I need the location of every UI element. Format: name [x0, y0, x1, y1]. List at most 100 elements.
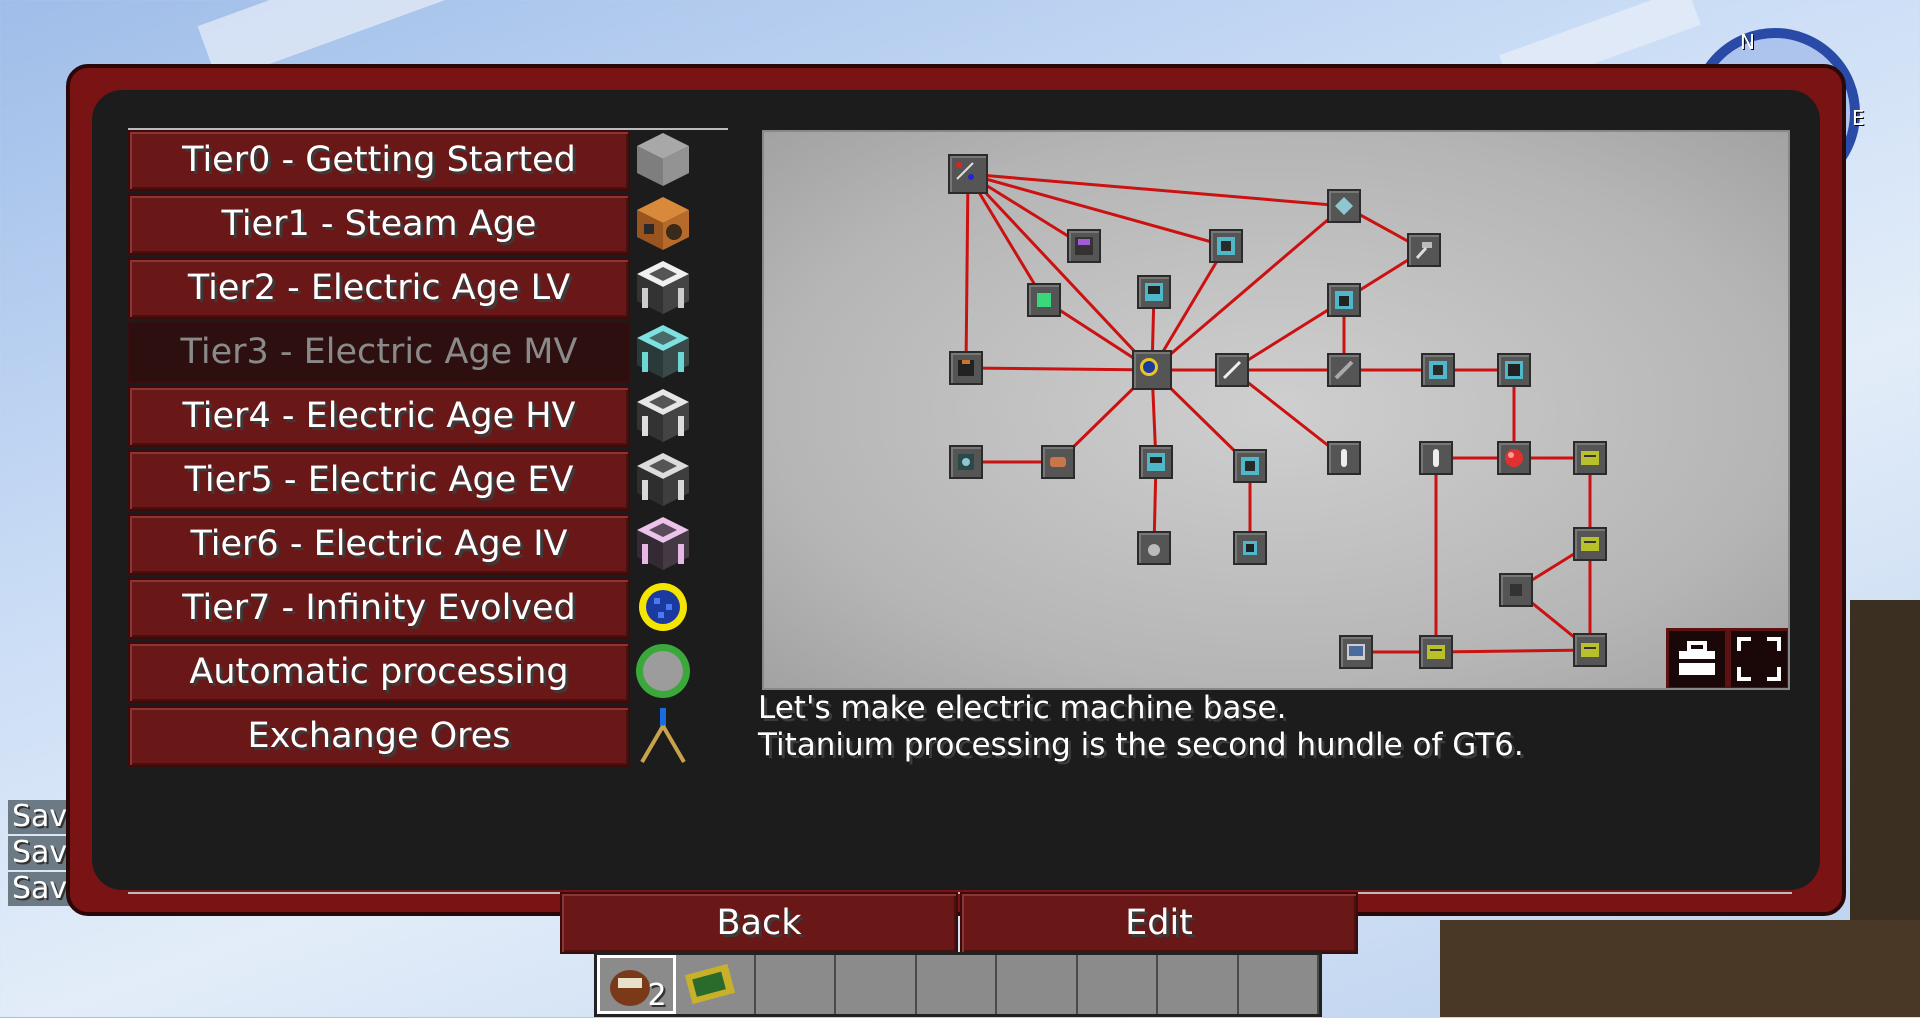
item-icon [1510, 584, 1522, 596]
quest-node-assembler[interactable] [1233, 449, 1267, 483]
hotbar-slot-8[interactable] [1158, 955, 1239, 1014]
processing-orb-icon [636, 644, 690, 698]
test-tube-icon [1433, 449, 1439, 467]
hammer-icon [1415, 242, 1432, 260]
hv-machine-hull-icon [637, 389, 689, 442]
questline-list: Tier0 - Getting Started Tier1 - Steam Ag… [128, 130, 693, 770]
quest-node-mv-core[interactable] [1132, 350, 1172, 390]
quest-node-display[interactable] [1339, 635, 1373, 669]
block-icon [958, 360, 974, 376]
quest-node-sensor[interactable] [949, 445, 983, 479]
questline-tier1-button[interactable]: Tier1 - Steam Age [128, 194, 630, 255]
hotbar-slot-3[interactable] [755, 955, 837, 1014]
hotbar-slot-2[interactable] [675, 955, 756, 1014]
chassis-icon [1335, 291, 1353, 309]
edit-button[interactable]: Edit [960, 892, 1358, 954]
quest-node-emerald[interactable] [1027, 283, 1061, 317]
quest-node-circuit-3[interactable] [1419, 635, 1453, 669]
quest-node-test-tube[interactable] [1327, 441, 1361, 475]
hotbar-slot-1[interactable]: 2 [597, 955, 676, 1014]
questline-tier7-button[interactable]: Tier7 - Infinity Evolved [128, 578, 630, 639]
questline-exchange-ores-button[interactable]: Exchange Ores [128, 706, 630, 767]
quest-node-titanium[interactable] [1497, 441, 1531, 475]
hotbar-slot-4[interactable] [836, 955, 917, 1014]
quest-node-test-tube-2[interactable] [1419, 441, 1453, 475]
quest-node-electricity[interactable] [948, 154, 988, 194]
quest-map[interactable] [762, 130, 1790, 690]
wire-icon [956, 162, 974, 180]
questline-item: Tier6 - Electric Age IV [128, 514, 693, 575]
backpack-icon [610, 970, 650, 1006]
infinity-catalyst-icon [639, 583, 687, 631]
quest-node-pump[interactable] [1139, 445, 1173, 479]
circuit-board-icon [1581, 537, 1599, 551]
hotbar-slot-5[interactable] [916, 955, 998, 1014]
quest-book-icon [684, 963, 735, 1005]
machine-icon [1243, 541, 1257, 555]
questline-tier0-button[interactable]: Tier0 - Getting Started [128, 130, 630, 191]
steam-machine-icon [637, 197, 689, 250]
questline-tier2-button[interactable]: Tier2 - Electric Age LV [128, 258, 630, 319]
questline-description: Let's make electric machine base. Titani… [758, 690, 1524, 764]
questline-item: Tier3 - Electric Age MV [128, 322, 693, 383]
rod-icon [1334, 360, 1354, 380]
quest-node-diamond[interactable] [1327, 189, 1361, 223]
quest-node-rod[interactable] [1215, 353, 1249, 387]
lv-machine-hull-icon [637, 261, 689, 314]
quest-node-mv-hull[interactable] [1421, 353, 1455, 387]
hotbar-slot-7[interactable] [1077, 955, 1159, 1014]
chat-line: Sav [8, 800, 72, 834]
quest-node-machine[interactable] [1067, 229, 1101, 263]
hotbar: 2 [594, 952, 1322, 1017]
compass-east-label: E [1852, 106, 1865, 130]
questline-automatic-processing-button[interactable]: Automatic processing [128, 642, 630, 703]
quest-node-chassis[interactable] [1327, 283, 1361, 317]
sensor-icon [958, 454, 974, 470]
ev-machine-hull-icon [637, 453, 689, 506]
hull-icon [1429, 361, 1447, 379]
quest-node-casing[interactable] [1137, 275, 1171, 309]
hull-icon [1505, 361, 1523, 379]
machine-icon [1075, 237, 1093, 255]
quest-node-mv-machine[interactable] [1497, 353, 1531, 387]
questline-tier6-button[interactable]: Tier6 - Electric Age IV [128, 514, 630, 575]
questline-item: Tier2 - Electric Age LV [128, 258, 693, 319]
quest-node-copper[interactable] [1041, 445, 1075, 479]
quest-node-dark-item[interactable] [1499, 573, 1533, 607]
questline-tier3-button[interactable]: Tier3 - Electric Age MV [128, 322, 630, 383]
quest-node-block[interactable] [949, 351, 983, 385]
quest-node-circuit-2[interactable] [1573, 527, 1607, 561]
rod-icon [1222, 360, 1242, 380]
circuit-board-icon [1427, 645, 1445, 659]
quest-node-tool[interactable] [1407, 233, 1441, 267]
chat-line: Sav [8, 872, 72, 906]
quest-node-hull[interactable] [1209, 229, 1243, 263]
mv-machine-hull-icon [637, 325, 689, 378]
hotbar-slot-9[interactable] [1238, 955, 1320, 1014]
chat-line: Sav [8, 836, 72, 870]
quest-node-circuit-4[interactable] [1573, 633, 1607, 667]
hotbar-slot-6[interactable] [997, 955, 1078, 1014]
quest-node-circuit-1[interactable] [1573, 441, 1607, 475]
stack-count: 2 [647, 978, 667, 1013]
fullscreen-button[interactable] [1728, 628, 1788, 688]
casing-icon [1145, 283, 1163, 301]
back-button[interactable]: Back [560, 892, 958, 954]
questline-tier5-button[interactable]: Tier5 - Electric Age EV [128, 450, 630, 511]
gem-icon [1335, 197, 1353, 215]
description-line: Titanium processing is the second hundle… [758, 727, 1524, 763]
divider [128, 128, 728, 130]
dust-icon [1148, 544, 1160, 556]
questline-tier4-button[interactable]: Tier4 - Electric Age HV [128, 386, 630, 447]
quest-node-long-rod[interactable] [1327, 353, 1361, 387]
monitor-icon [1347, 644, 1365, 660]
red-orb-icon [1505, 449, 1523, 467]
questline-item: Tier7 - Infinity Evolved [128, 578, 693, 639]
stone-block-icon [637, 133, 689, 186]
toolbox-button[interactable] [1666, 628, 1728, 688]
questline-item: Automatic processing [128, 642, 693, 703]
clock-icon [1140, 358, 1158, 376]
quest-node-dust[interactable] [1137, 531, 1171, 565]
quest-node-small-machine[interactable] [1233, 531, 1267, 565]
questline-item: Tier0 - Getting Started [128, 130, 693, 191]
